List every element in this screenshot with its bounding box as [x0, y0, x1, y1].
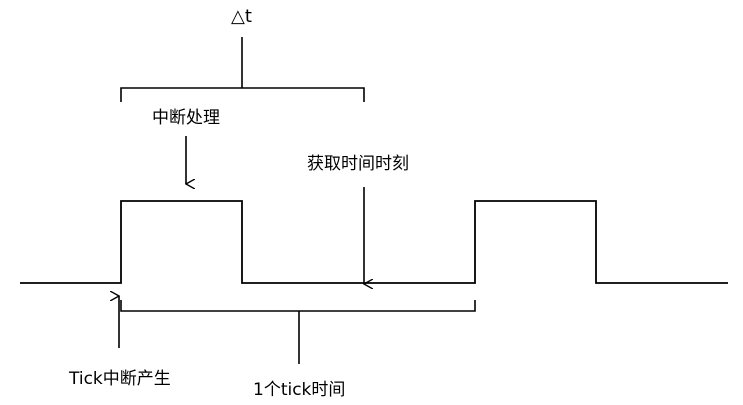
one-tick-time-label: 1个tick时间 — [253, 380, 346, 400]
get-time-moment-label: 获取时间时刻 — [307, 154, 409, 174]
delta-t-label: △t — [231, 6, 252, 27]
tick-period-bracket — [120, 300, 476, 312]
delta-t-bracket — [120, 87, 365, 102]
tick-interrupt-label: Tick中断产生 — [69, 369, 171, 389]
tick-waveform — [20, 200, 728, 284]
interrupt-handling-label: 中断处理 — [152, 108, 220, 128]
